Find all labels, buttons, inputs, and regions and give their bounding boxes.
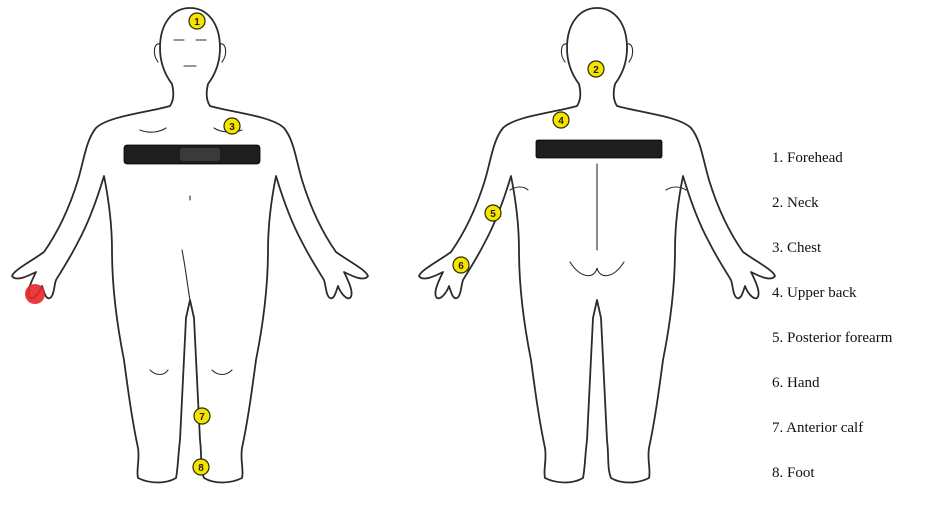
sensor-location-legend: 1. Forehead 2. Neck 3. Chest 4. Upper ba… — [772, 146, 892, 506]
marker-5-posterior-forearm: 5 — [485, 205, 501, 221]
marker-label: 8 — [198, 463, 204, 474]
marker-3-chest: 3 — [224, 118, 240, 134]
back-body-figure — [419, 8, 775, 483]
marker-label: 6 — [458, 261, 464, 272]
legend-item: 4. Upper back — [772, 281, 892, 326]
marker-label: 5 — [490, 209, 496, 220]
marker-7-anterior-calf: 7 — [194, 408, 210, 424]
marker-label: 1 — [194, 17, 200, 28]
legend-item: 1. Forehead — [772, 146, 892, 191]
back-chest-strap — [536, 140, 662, 158]
legend-item: 6. Hand — [772, 371, 892, 416]
marker-6-hand: 6 — [453, 257, 469, 273]
legend-item: 3. Chest — [772, 236, 892, 281]
marker-label: 3 — [229, 122, 235, 133]
marker-4-upper-back: 4 — [553, 112, 569, 128]
marker-2-neck: 2 — [588, 61, 604, 77]
legend-item: 8. Foot — [772, 461, 892, 506]
red-dot — [25, 284, 45, 304]
marker-label: 7 — [199, 412, 205, 423]
marker-1-forehead: 1 — [189, 13, 205, 29]
marker-label: 2 — [593, 65, 599, 76]
marker-label: 4 — [558, 116, 564, 127]
front-body-figure — [12, 8, 368, 483]
marker-8-foot: 8 — [193, 459, 209, 475]
legend-item: 5. Posterior forearm — [772, 326, 892, 371]
legend-item: 2. Neck — [772, 191, 892, 236]
legend-item: 7. Anterior calf — [772, 416, 892, 461]
